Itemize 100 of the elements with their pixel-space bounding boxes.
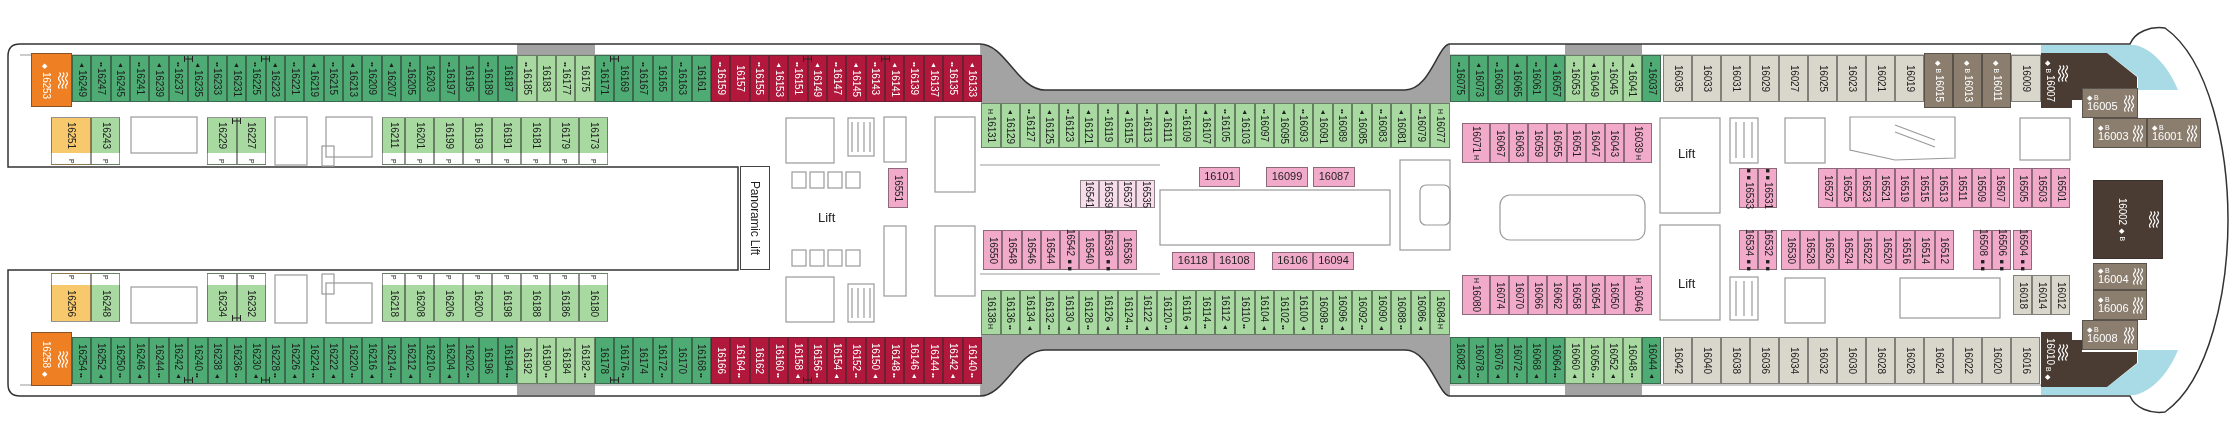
cabin	[827, 337, 847, 384]
cabin-number: 16085	[1357, 116, 1367, 144]
cabin-number: 16013	[1962, 75, 1973, 102]
cabin	[846, 55, 866, 102]
cabin	[1313, 252, 1354, 270]
cabin-number: 16040	[1701, 347, 1712, 374]
cabin	[1195, 103, 1216, 148]
cabin-number: 16168	[696, 343, 707, 371]
cabin-number: 16159	[715, 68, 726, 96]
cabin	[1039, 103, 1060, 148]
cabin	[91, 55, 111, 102]
cabin	[2032, 275, 2051, 315]
cabin	[1371, 290, 1392, 335]
cabin	[420, 55, 440, 102]
cabin	[1078, 290, 1099, 335]
cabin-number: 16142	[947, 342, 958, 370]
cabin	[1213, 252, 1255, 270]
cabin-number: 16092	[1357, 295, 1367, 323]
cabin-number: 16165	[657, 65, 668, 92]
cabin	[1750, 55, 1779, 102]
cabin-number: 16118	[1177, 255, 1208, 267]
cabin	[1293, 290, 1314, 335]
cabin	[130, 55, 150, 102]
cabin-number: 16121	[1083, 116, 1094, 144]
cabin	[1877, 230, 1897, 270]
cabin-number: 16240	[192, 343, 203, 371]
cabin	[1039, 290, 1060, 335]
cabin-number: 16242	[173, 342, 184, 370]
cabin-number: 16224	[309, 343, 319, 371]
cabin-number: 16028	[1875, 347, 1886, 374]
cabin	[1758, 230, 1777, 270]
cabin-number: 16115	[1122, 116, 1133, 143]
cabin-number: 16220	[347, 343, 358, 371]
cabin-number: 16149	[812, 69, 823, 97]
cabin	[1894, 168, 1914, 208]
cabin	[517, 337, 537, 384]
cabin-number: 16247	[96, 68, 107, 96]
cabin-number: 16002	[2117, 198, 2127, 225]
cabin-number: 16200	[472, 290, 483, 317]
cabin-number: 16125	[1044, 116, 1055, 144]
cabin-number: 16248	[100, 290, 111, 317]
cabin-number: 16022	[1962, 347, 1973, 374]
cabin-number: 16055	[1551, 129, 1562, 157]
cabin-number: 16066	[1532, 281, 1543, 309]
room-label: Lift	[1678, 146, 1696, 161]
cabin-number: 16042	[1672, 347, 1683, 374]
cabin-number: 16107	[1200, 116, 1211, 144]
cabin-number: 16187	[502, 65, 513, 92]
cabin-number: 16185	[521, 68, 532, 96]
cabin-number: 16229	[216, 122, 227, 149]
cabin	[1982, 53, 2011, 108]
lift-shaft	[740, 166, 770, 270]
cabin-number: 16232	[246, 290, 257, 317]
cabin-number: 16075	[1454, 68, 1465, 96]
cabin-number: 16070	[1513, 281, 1524, 309]
cabin	[1490, 275, 1510, 315]
cabin	[1818, 168, 1838, 208]
cabin-number: 16509	[1976, 174, 1987, 202]
cabin-number: 16080	[1471, 285, 1481, 312]
cabin-number: 16057	[1550, 69, 1561, 97]
cabin	[405, 117, 434, 165]
cabin-number: 16067	[1494, 129, 1505, 157]
cabin	[1002, 230, 1022, 270]
cabin-number: 16241	[134, 68, 145, 96]
cabin-number: 16088	[1396, 295, 1407, 323]
cabin	[1547, 123, 1567, 163]
cabin-number: 16010	[2045, 338, 2055, 365]
cabin	[1642, 337, 1662, 384]
cabin	[1604, 123, 1624, 163]
cabin-number: 16245	[115, 69, 126, 97]
cabin-number: 16215	[328, 68, 339, 96]
cabin-number: 16516	[1900, 236, 1911, 264]
cabin-number: 16027	[1788, 65, 1799, 92]
cabin-number: 16082	[1454, 342, 1465, 370]
cabin-number: 16193	[472, 122, 483, 149]
cabin-number: 16152	[851, 343, 862, 371]
cabin	[1199, 167, 1240, 187]
cabin	[1176, 103, 1196, 148]
cabin	[1274, 103, 1294, 148]
cabin-number: 16106	[1277, 255, 1308, 267]
cabin-number: 16140	[967, 343, 978, 371]
cabin	[1546, 55, 1566, 102]
cabin-number: 16233	[212, 68, 223, 96]
cabin-number: 16253	[40, 71, 51, 99]
cabin	[1924, 53, 1953, 108]
cabin	[1565, 337, 1585, 384]
cabin-number: 16148	[889, 343, 900, 371]
cabin	[1235, 103, 1255, 148]
cabin-number: 16174	[638, 347, 649, 374]
cabin-number: 16186	[559, 290, 570, 317]
cabin-number: 16169	[618, 65, 629, 92]
cabin-number: 16050	[1609, 281, 1620, 309]
cabin-number: 16208	[414, 290, 425, 317]
cabin	[2082, 320, 2138, 350]
cabin-number: 16181	[530, 122, 541, 149]
cabin-number: 16105	[1220, 115, 1231, 143]
cabin	[1934, 230, 1954, 270]
cabin-number: 16256	[66, 290, 76, 317]
cabin-number: 16044	[1646, 342, 1657, 370]
cabin-number: 16235	[192, 69, 203, 97]
